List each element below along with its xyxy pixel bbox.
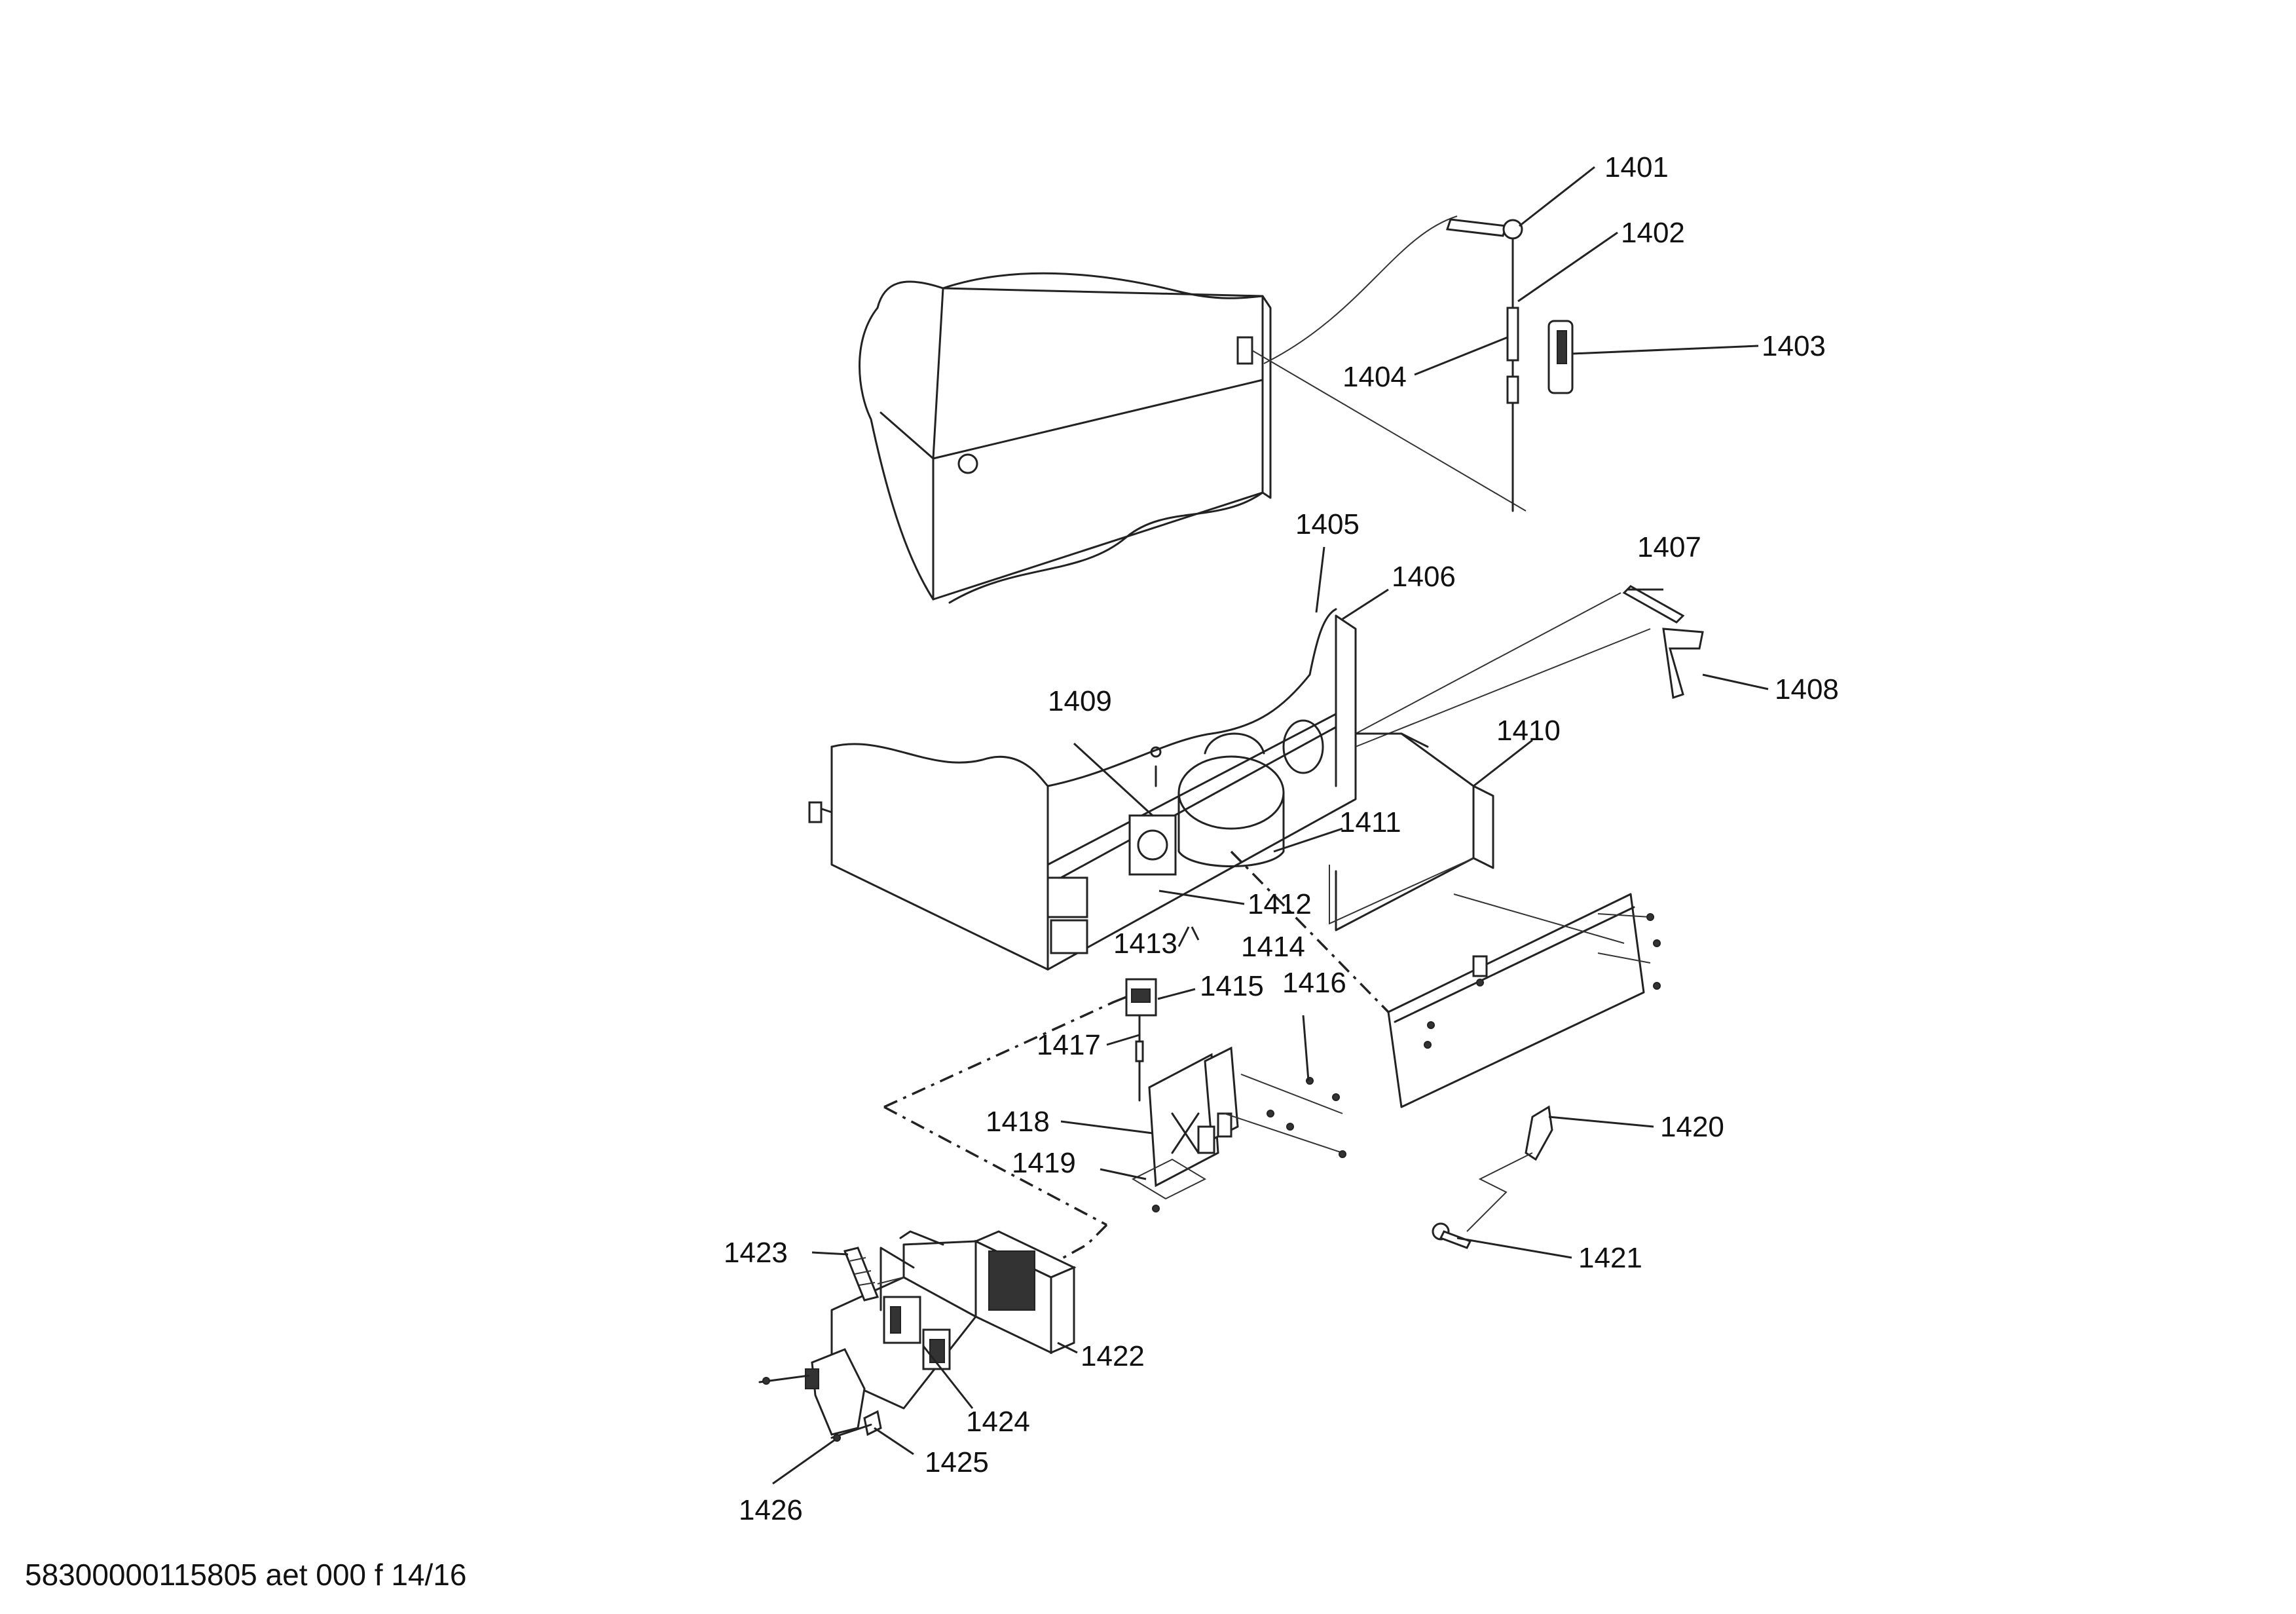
label-1408: 1408 <box>1775 673 1839 705</box>
label-1422: 1422 <box>1081 1340 1145 1372</box>
lower-cabinet <box>808 592 1651 971</box>
label-1402: 1402 <box>1621 217 1685 249</box>
label-1415: 1415 <box>1200 970 1264 1002</box>
label-1412: 1412 <box>1248 888 1312 920</box>
drawing-code: 58300000115805 aet 000 f 14/16 <box>25 1558 466 1592</box>
label-1426: 1426 <box>739 1494 803 1526</box>
kick-plate <box>1387 893 1661 1108</box>
upper-cabinet <box>859 216 1527 604</box>
label-1420: 1420 <box>1660 1111 1724 1143</box>
hinge-parts <box>1432 1105 1553 1249</box>
label-1401: 1401 <box>1604 151 1669 183</box>
part-labels: 1401 1402 1403 1404 1405 1406 1407 1408 … <box>724 151 1839 1526</box>
label-1417: 1417 <box>1037 1029 1101 1061</box>
control-bracket <box>1131 1046 1346 1212</box>
upper-tube-assembly <box>1445 218 1574 512</box>
label-1411: 1411 <box>1339 806 1401 838</box>
label-1413: 1413 <box>1113 928 1177 960</box>
label-1403: 1403 <box>1762 330 1826 362</box>
label-1419: 1419 <box>1012 1147 1076 1179</box>
label-1414: 1414 <box>1241 931 1305 963</box>
assembly-boundary <box>883 988 1147 1298</box>
label-1418: 1418 <box>986 1106 1050 1138</box>
relay-assembly <box>1125 978 1157 1102</box>
label-1416: 1416 <box>1282 967 1346 999</box>
label-1409: 1409 <box>1048 685 1112 717</box>
assembly-boundary-2 <box>1230 850 1390 1013</box>
right-tubes <box>1622 585 1704 699</box>
label-1410: 1410 <box>1496 715 1561 747</box>
label-1406: 1406 <box>1392 561 1456 593</box>
label-1421: 1421 <box>1578 1242 1642 1274</box>
label-1424: 1424 <box>966 1406 1030 1438</box>
label-1423: 1423 <box>724 1237 788 1269</box>
access-panel <box>1329 732 1494 931</box>
label-1425: 1425 <box>925 1446 989 1478</box>
label-1405: 1405 <box>1295 508 1360 540</box>
label-1407: 1407 <box>1637 531 1701 563</box>
leader-lines <box>772 166 1769 1485</box>
label-1404: 1404 <box>1342 361 1407 393</box>
